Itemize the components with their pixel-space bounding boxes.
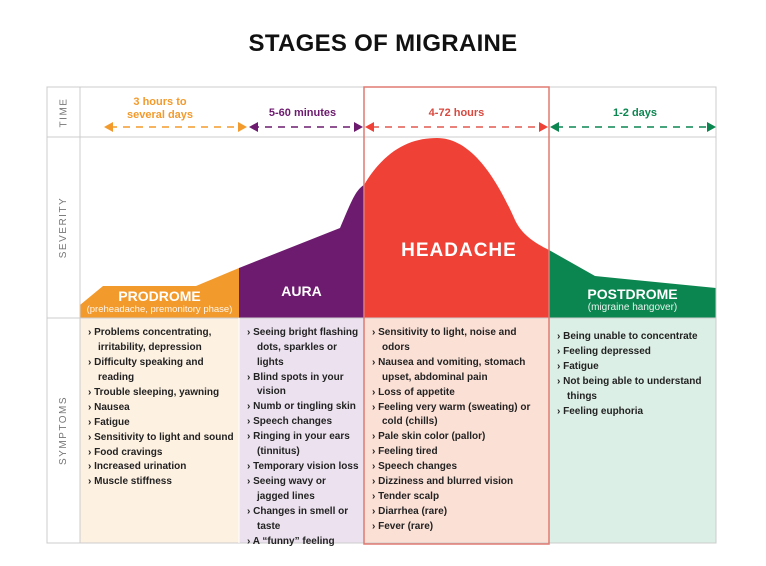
headache-symptoms: Sensitivity to light, noise and odorsNau… [364, 326, 549, 535]
symptom-item: Feeling depressed [557, 345, 712, 360]
time-label: TIME [57, 97, 69, 127]
symptom-item: Fever (rare) [372, 520, 545, 535]
prodrome-subtitle: (preheadache, premonitory phase) [86, 304, 233, 315]
symptom-item: Nausea and vomiting, stomach upset, abdo… [372, 356, 545, 386]
headache-label: HEADACHE [401, 240, 517, 261]
aura-symptoms: Seeing bright flashing dots, sparkles or… [239, 326, 364, 550]
symptom-item: Feeling euphoria [557, 405, 712, 420]
prodrome-symptoms: Problems concentrating, irritability, de… [80, 326, 239, 490]
symptom-item: Diarrhea (rare) [372, 505, 545, 520]
postdrome-name: POSTDROME [587, 286, 678, 302]
symptom-item: Blind spots in your vision [247, 371, 360, 401]
symptom-item: Nausea [88, 401, 235, 416]
arrowheads [104, 122, 716, 132]
symptom-item: Increased urination [88, 460, 235, 475]
symptom-item: Loss of appetite [372, 386, 545, 401]
headache-duration: 4-72 hours [428, 107, 485, 119]
symptom-item: Numb or tingling skin [247, 400, 360, 415]
symptom-item: Being unable to concentrate [557, 330, 712, 345]
symptom-item: Speech changes [372, 460, 545, 475]
prodrome-name: PRODROME [118, 288, 201, 304]
symptom-item: Difficulty speaking and reading [88, 356, 235, 386]
aura-duration: 5-60 minutes [268, 107, 337, 119]
page-title: STAGES OF MIGRAINE [248, 30, 518, 57]
symptom-item: Ringing in your ears (tinnitus) [247, 430, 360, 460]
symptom-item: Muscle stiffness [88, 475, 235, 490]
symptom-item: Speech changes [247, 415, 360, 430]
symptom-item: Seeing bright flashing dots, sparkles or… [247, 326, 360, 370]
time-row-label: TIME [47, 87, 80, 137]
symptom-item: Sensitivity to light and sound [88, 431, 235, 446]
postdrome-duration: 1-2 days [612, 107, 658, 119]
postdrome-symptoms: Being unable to concentrateFeeling depre… [549, 330, 716, 420]
symptom-item: Feeling tired [372, 445, 545, 460]
aura-label: AURA [281, 283, 322, 299]
symptom-item: Sensitivity to light, noise and odors [372, 326, 545, 356]
symptom-item: Temporary vision loss [247, 460, 360, 475]
symptom-item: Changes in smell or taste [247, 505, 360, 535]
postdrome-subtitle: (migraine hangover) [587, 302, 678, 313]
prodrome-label: PRODROME (preheadache, premonitory phase… [80, 288, 239, 315]
postdrome-label: POSTDROME (migraine hangover) [549, 286, 716, 313]
symptoms-row-label: SYMPTOMS [47, 318, 80, 543]
symptom-item: A “funny” feeling [247, 535, 360, 550]
headache-highlight-box [363, 86, 550, 545]
symptom-item: Food cravings [88, 446, 235, 461]
symptom-item: Pale skin color (pallor) [372, 430, 545, 445]
symptom-item: Not being able to understand things [557, 375, 712, 405]
prodrome-duration: 3 hours to several days [126, 96, 194, 121]
symptom-item: Fatigue [557, 360, 712, 375]
symptoms-label: SYMPTOMS [58, 395, 70, 466]
symptom-item: Dizziness and blurred vision [372, 475, 545, 490]
symptom-item: Fatigue [88, 416, 235, 431]
severity-label: SEVERITY [58, 196, 69, 259]
severity-row-label: SEVERITY [47, 137, 80, 318]
symptom-item: Feeling very warm (sweating) or cold (ch… [372, 401, 545, 431]
symptom-item: Seeing wavy or jagged lines [247, 475, 360, 505]
symptom-item: Tender scalp [372, 490, 545, 505]
symptom-item: Problems concentrating, irritability, de… [88, 326, 235, 356]
symptom-item: Trouble sleeping, yawning [88, 386, 235, 401]
